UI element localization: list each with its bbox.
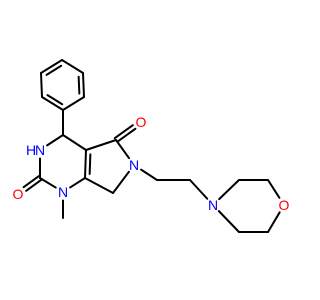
bond-nm-m_c1	[218, 179, 240, 201]
bond-c5-o5	[116, 127, 137, 143]
bond-c7a-c4a-inner	[88, 153, 92, 175]
bond-ph_bl-ph_tl	[40, 72, 43, 98]
bond-c5-o5-second	[113, 124, 134, 140]
bond-c7a-c4a	[84, 149, 87, 179]
bond-om-m_c3	[267, 211, 281, 233]
bond-c2-o2-second	[25, 178, 43, 192]
bond-ph_tl-ph_top-inner	[45, 64, 63, 76]
bond-c7-c7a	[84, 177, 114, 194]
atom-label-h3: H	[26, 142, 36, 158]
bond-c4a-c5	[85, 139, 117, 151]
bond-n6-c7	[112, 170, 130, 194]
bond-ph_tl-ph_top	[40, 59, 63, 74]
atom-label-om: O	[279, 197, 290, 213]
bond-c5-n6	[115, 139, 131, 160]
bond-ph_tr-ph_br-inner	[77, 75, 81, 95]
bond-n1-c7a	[69, 177, 86, 189]
bond-ph_top-ph_tr	[61, 59, 84, 74]
bond-ph_bot-ph_bl	[41, 96, 64, 111]
bond-n6-ch2a	[140, 168, 158, 181]
atom-label-nm: N	[208, 197, 218, 213]
bond-ph_bot-ph_bl-inner	[46, 94, 64, 106]
bond-c4a-c4	[62, 134, 87, 151]
bond-m_c2-om	[267, 179, 281, 199]
bond-ch2b-nm	[189, 179, 209, 200]
bond-ph_tr-ph_br	[82, 72, 85, 98]
bond-c2-n1	[39, 177, 57, 189]
atom-label-n1: N	[58, 184, 68, 200]
bonds-layer	[22, 59, 281, 233]
atom-label-o2: O	[13, 186, 24, 202]
bond-c4-n3	[46, 134, 64, 147]
atom-label-n6: N	[129, 157, 139, 173]
bond-ph_br-ph_bot	[62, 96, 85, 111]
bond-m_c4-nm	[217, 210, 240, 233]
atom-label-o5: O	[136, 114, 147, 130]
bond-c2-o2	[22, 175, 40, 189]
atom-label-n3: N	[35, 142, 45, 158]
